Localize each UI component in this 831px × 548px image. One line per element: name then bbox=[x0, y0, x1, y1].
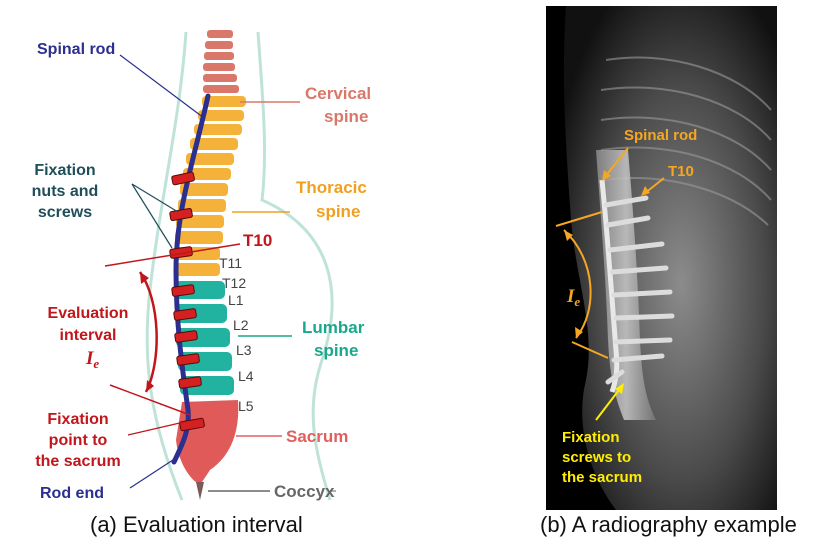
t10-label-a: T10 bbox=[243, 231, 272, 250]
spinal-rod-label-b: Spinal rod bbox=[624, 127, 697, 144]
lumbar-label-2: spine bbox=[314, 341, 358, 360]
panel-a-diagram: Spinal rod Fixation nuts and screws Eval… bbox=[0, 0, 420, 510]
vertebra-label-t11: T11 bbox=[219, 255, 242, 271]
fix-label-b-1: Fixation bbox=[562, 429, 620, 446]
cervical-vertebrae bbox=[203, 30, 239, 93]
evaluation-label-1: Evaluation bbox=[48, 305, 129, 322]
ie-symbol-a: Ie bbox=[85, 348, 99, 371]
panel-b-radiograph: Spinal rod T10 Ie Fixation screws to the… bbox=[546, 0, 786, 510]
spinal-rod-leader bbox=[120, 55, 204, 118]
caption-panel-b: (b) A radiography example bbox=[540, 512, 797, 538]
coccyx-shape bbox=[196, 482, 204, 500]
vertebra-label-l1: L1 bbox=[228, 292, 244, 308]
cervical-label-1: Cervical bbox=[305, 84, 371, 103]
fix-label-b-2: screws to bbox=[562, 449, 631, 466]
fixation-label-1: Fixation bbox=[34, 162, 95, 179]
fixation-leader-1 bbox=[132, 184, 178, 212]
evaluation-label-2: interval bbox=[60, 327, 117, 344]
caption-panel-a: (a) Evaluation interval bbox=[90, 512, 303, 538]
vertebra-label-l5: L5 bbox=[238, 398, 254, 414]
rod-end-leader bbox=[130, 458, 176, 488]
vertebra-label-l4: L4 bbox=[238, 368, 254, 384]
thoracic-label-1: Thoracic bbox=[296, 178, 367, 197]
thoracic-label-2: spine bbox=[316, 202, 360, 221]
fixation-label-3: screws bbox=[38, 204, 92, 221]
t10-label-b: T10 bbox=[668, 163, 694, 180]
fixpoint-label-1: Fixation bbox=[47, 411, 108, 428]
coccyx-label: Coccyx bbox=[274, 482, 335, 501]
sacrum-label: Sacrum bbox=[286, 427, 348, 446]
vertebra-label-l3: L3 bbox=[236, 342, 252, 358]
rod-end-label: Rod end bbox=[40, 485, 104, 502]
lumbar-label-1: Lumbar bbox=[302, 318, 365, 337]
cervical-label-2: spine bbox=[324, 107, 368, 126]
fix-label-b-3: the sacrum bbox=[562, 469, 642, 486]
fixpoint-label-2: point to bbox=[49, 432, 108, 449]
fixation-leader-2 bbox=[132, 184, 172, 248]
vertebra-label-t12: T12 bbox=[222, 275, 246, 291]
fixation-label-2: nuts and bbox=[32, 183, 99, 200]
vertebra-label-l2: L2 bbox=[233, 317, 249, 333]
spinal-rod-label: Spinal rod bbox=[37, 41, 115, 58]
fixpoint-label-3: the sacrum bbox=[35, 453, 120, 470]
arc-arrowhead-top bbox=[140, 272, 149, 284]
